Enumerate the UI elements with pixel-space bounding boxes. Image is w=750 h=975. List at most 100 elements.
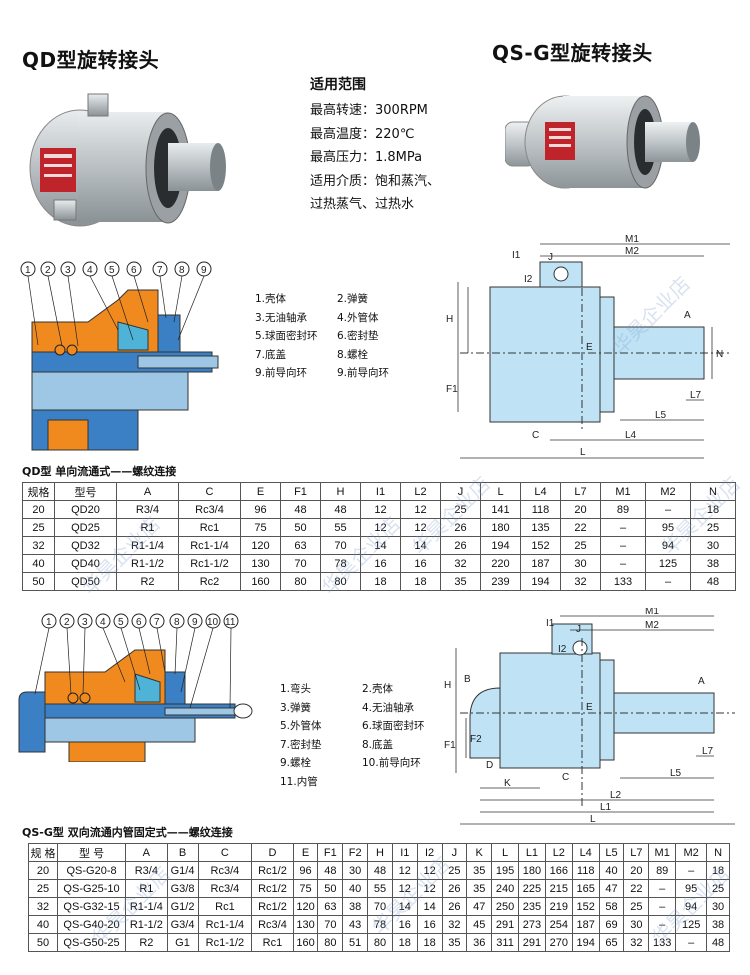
table-cell: 35 bbox=[440, 572, 481, 591]
table-cell: 250 bbox=[491, 897, 519, 916]
table-cell: 48 bbox=[690, 572, 736, 591]
qd-th: C bbox=[178, 482, 241, 501]
table-cell: 26 bbox=[441, 897, 468, 916]
table-cell: 69 bbox=[598, 915, 625, 934]
table-cell: 12 bbox=[360, 518, 401, 537]
qsg-th: 型 号 bbox=[56, 843, 127, 862]
table-cell: 16 bbox=[400, 554, 441, 573]
table-cell: Rc2 bbox=[178, 572, 241, 591]
table-cell: 80 bbox=[320, 572, 361, 591]
table-cell: – bbox=[600, 518, 646, 537]
qsg-callout-10: 10 bbox=[207, 617, 219, 628]
qsg-th: K bbox=[466, 843, 493, 862]
table-cell: 14 bbox=[391, 897, 418, 916]
table-cell: QD32 bbox=[54, 536, 117, 555]
table-cell: 25 bbox=[22, 518, 55, 537]
qsg-dim-b: B bbox=[464, 674, 471, 685]
qd-callout-1: 1 bbox=[25, 265, 31, 276]
table-cell: 70 bbox=[367, 897, 393, 916]
table-cell: R2 bbox=[125, 933, 168, 952]
qd-cross-section: 1 2 3 4 5 6 7 8 9 bbox=[20, 261, 219, 451]
table-cell: 55 bbox=[320, 518, 361, 537]
table-cell: Rc1-1/4 bbox=[197, 915, 253, 934]
table-cell: Rc3/4 bbox=[197, 861, 253, 880]
qd-dim-i1: I1 bbox=[512, 250, 521, 261]
table-cell: 38 bbox=[342, 897, 369, 916]
table-cell: 235 bbox=[518, 897, 546, 916]
table-cell: 30 bbox=[342, 861, 369, 880]
spec-line: 最高转速：300RPM bbox=[310, 103, 428, 118]
table-cell: R1-1/4 bbox=[125, 897, 168, 916]
table-cell: 141 bbox=[480, 500, 521, 519]
table-cell: 26 bbox=[440, 518, 481, 537]
table-cell: 96 bbox=[240, 500, 281, 519]
table-cell: 30 bbox=[623, 915, 650, 934]
table-cell: 187 bbox=[571, 915, 600, 934]
qd-dim-n: N bbox=[716, 349, 723, 360]
spec-line: 适用介质：饱和蒸汽、 bbox=[310, 173, 441, 189]
table-cell: 130 bbox=[240, 554, 281, 573]
table-cell: 38 bbox=[690, 554, 736, 573]
table-cell: 12 bbox=[391, 879, 418, 898]
qsg-title: QS-G型旋转接头 bbox=[492, 41, 653, 65]
table-cell: R1-1/2 bbox=[125, 915, 168, 934]
table-cell: QS-G50-25 bbox=[56, 933, 127, 952]
table-cell: 16 bbox=[391, 915, 418, 934]
qsg-part-item: 1.弯头 bbox=[280, 683, 312, 695]
qsg-dim-l7: L7 bbox=[702, 746, 714, 757]
qd-th: A bbox=[116, 482, 179, 501]
table-cell: Rc3/4 bbox=[197, 879, 253, 898]
qd-th: 规格 bbox=[22, 482, 55, 501]
table-cell: Rc1/2 bbox=[251, 861, 294, 880]
table-cell: 38 bbox=[706, 915, 730, 934]
qsg-dim-f1: F1 bbox=[444, 740, 456, 751]
table-cell: 32 bbox=[623, 933, 650, 952]
table-cell: – bbox=[648, 915, 677, 934]
table-cell: 12 bbox=[400, 518, 441, 537]
table-cell: QD20 bbox=[54, 500, 117, 519]
table-cell: 75 bbox=[240, 518, 281, 537]
table-cell: 160 bbox=[292, 933, 319, 952]
table-cell: 152 bbox=[571, 897, 600, 916]
table-cell: 152 bbox=[520, 536, 561, 555]
table-cell: 32 bbox=[22, 536, 55, 555]
qd-callout-2: 2 bbox=[45, 265, 51, 276]
qd-th: I1 bbox=[360, 482, 401, 501]
qd-part-item: 4.外管体 bbox=[337, 311, 379, 324]
qd-part-item: 9.前导向环 bbox=[255, 367, 308, 379]
table-cell: 18 bbox=[400, 572, 441, 591]
spec-line: 最高压力：1.8MPa bbox=[310, 150, 423, 165]
qsg-dim-m2: M2 bbox=[645, 620, 659, 631]
table-cell: Rc1 bbox=[251, 933, 294, 952]
qd-callout-9: 9 bbox=[201, 265, 207, 276]
spec-line: 最高温度：220℃ bbox=[310, 126, 415, 142]
spec-list: 最高转速：300RPM 最高温度：220℃ 最高压力：1.8MPa 适用介质：饱… bbox=[310, 99, 440, 217]
table-cell: 18 bbox=[360, 572, 401, 591]
table-cell: 50 bbox=[317, 879, 344, 898]
table-cell: Rc1-1/2 bbox=[197, 933, 253, 952]
qsg-dim-l: L bbox=[590, 814, 596, 825]
table-cell: 70 bbox=[320, 536, 361, 555]
table-cell: 36 bbox=[466, 933, 493, 952]
qsg-th: I1 bbox=[391, 843, 418, 862]
table-cell: QD50 bbox=[54, 572, 117, 591]
qsg-callout-4: 4 bbox=[100, 617, 106, 628]
table-cell: 120 bbox=[240, 536, 281, 555]
qsg-callout-11: 11 bbox=[225, 617, 236, 628]
qsg-dim-e: E bbox=[586, 702, 593, 713]
table-cell: 40 bbox=[28, 915, 58, 934]
qd-dim-i2: I2 bbox=[524, 274, 533, 285]
qd-th: L7 bbox=[560, 482, 601, 501]
table-cell: 50 bbox=[28, 933, 58, 952]
qd-part-item: 7.底盖 bbox=[255, 348, 287, 361]
table-cell: – bbox=[600, 536, 646, 555]
table-cell: 32 bbox=[560, 572, 601, 591]
qd-part-item: 8.螺栓 bbox=[337, 348, 369, 361]
table-cell: 40 bbox=[342, 879, 369, 898]
qsg-th: A bbox=[125, 843, 168, 862]
qsg-part-item: 3.弹簧 bbox=[280, 701, 312, 714]
